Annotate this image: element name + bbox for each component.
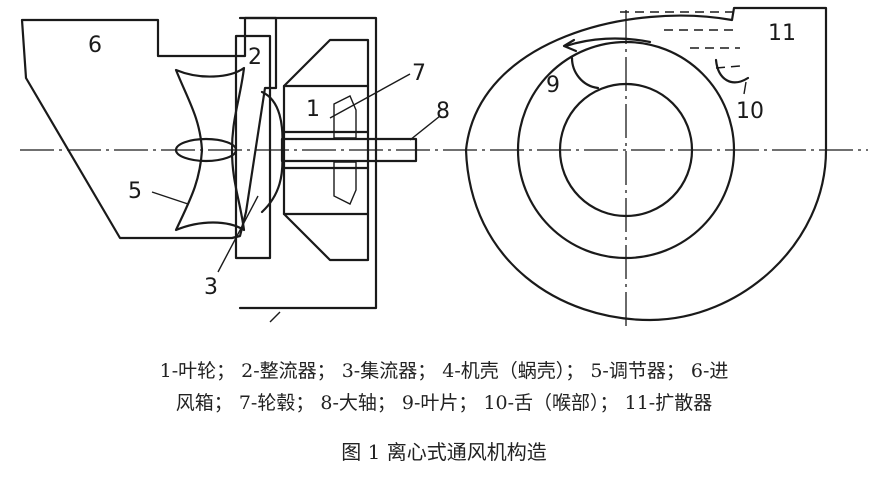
leader-10 xyxy=(743,81,747,95)
blade xyxy=(570,56,600,90)
label-11: 11 xyxy=(768,21,796,46)
legend-line-2: 风箱； 7-轮毂； 8-大轴； 9-叶片； 10-舌（喉部）； 11-扩散器 xyxy=(175,392,713,414)
impeller-bottom-plate xyxy=(282,212,370,262)
leader-5 xyxy=(151,191,189,205)
leader-3 xyxy=(217,195,259,273)
label-10: 10 xyxy=(736,99,764,124)
label-5: 5 xyxy=(128,179,142,204)
volute-casing xyxy=(464,6,828,322)
collector xyxy=(260,90,284,214)
impeller-top-plate xyxy=(282,38,370,88)
label-3: 3 xyxy=(204,275,218,300)
label-6: 6 xyxy=(88,33,102,58)
label-9: 9 xyxy=(546,73,560,98)
label-2: 2 xyxy=(248,45,262,70)
tongue xyxy=(714,58,750,84)
label-7: 7 xyxy=(412,61,426,86)
rotation-arrowhead xyxy=(562,38,578,53)
figure-title: 图 1 离心式通风机构造 xyxy=(341,440,547,464)
hub-upper xyxy=(333,95,357,139)
casing-side xyxy=(238,16,378,310)
leader-4 xyxy=(269,311,281,323)
label-1: 1 xyxy=(306,97,320,122)
leader-7 xyxy=(329,73,411,119)
label-8: 8 xyxy=(436,99,450,124)
legend-line-1: 1-叶轮； 2-整流器； 3-集流器； 4-机壳（蜗壳）； 5-调节器； 6-进 xyxy=(159,360,729,382)
leader-8 xyxy=(409,115,441,141)
inlet-box xyxy=(20,16,278,240)
rotation-arrow xyxy=(564,37,652,48)
regulator xyxy=(174,66,246,232)
diffuser-dash xyxy=(715,65,741,69)
